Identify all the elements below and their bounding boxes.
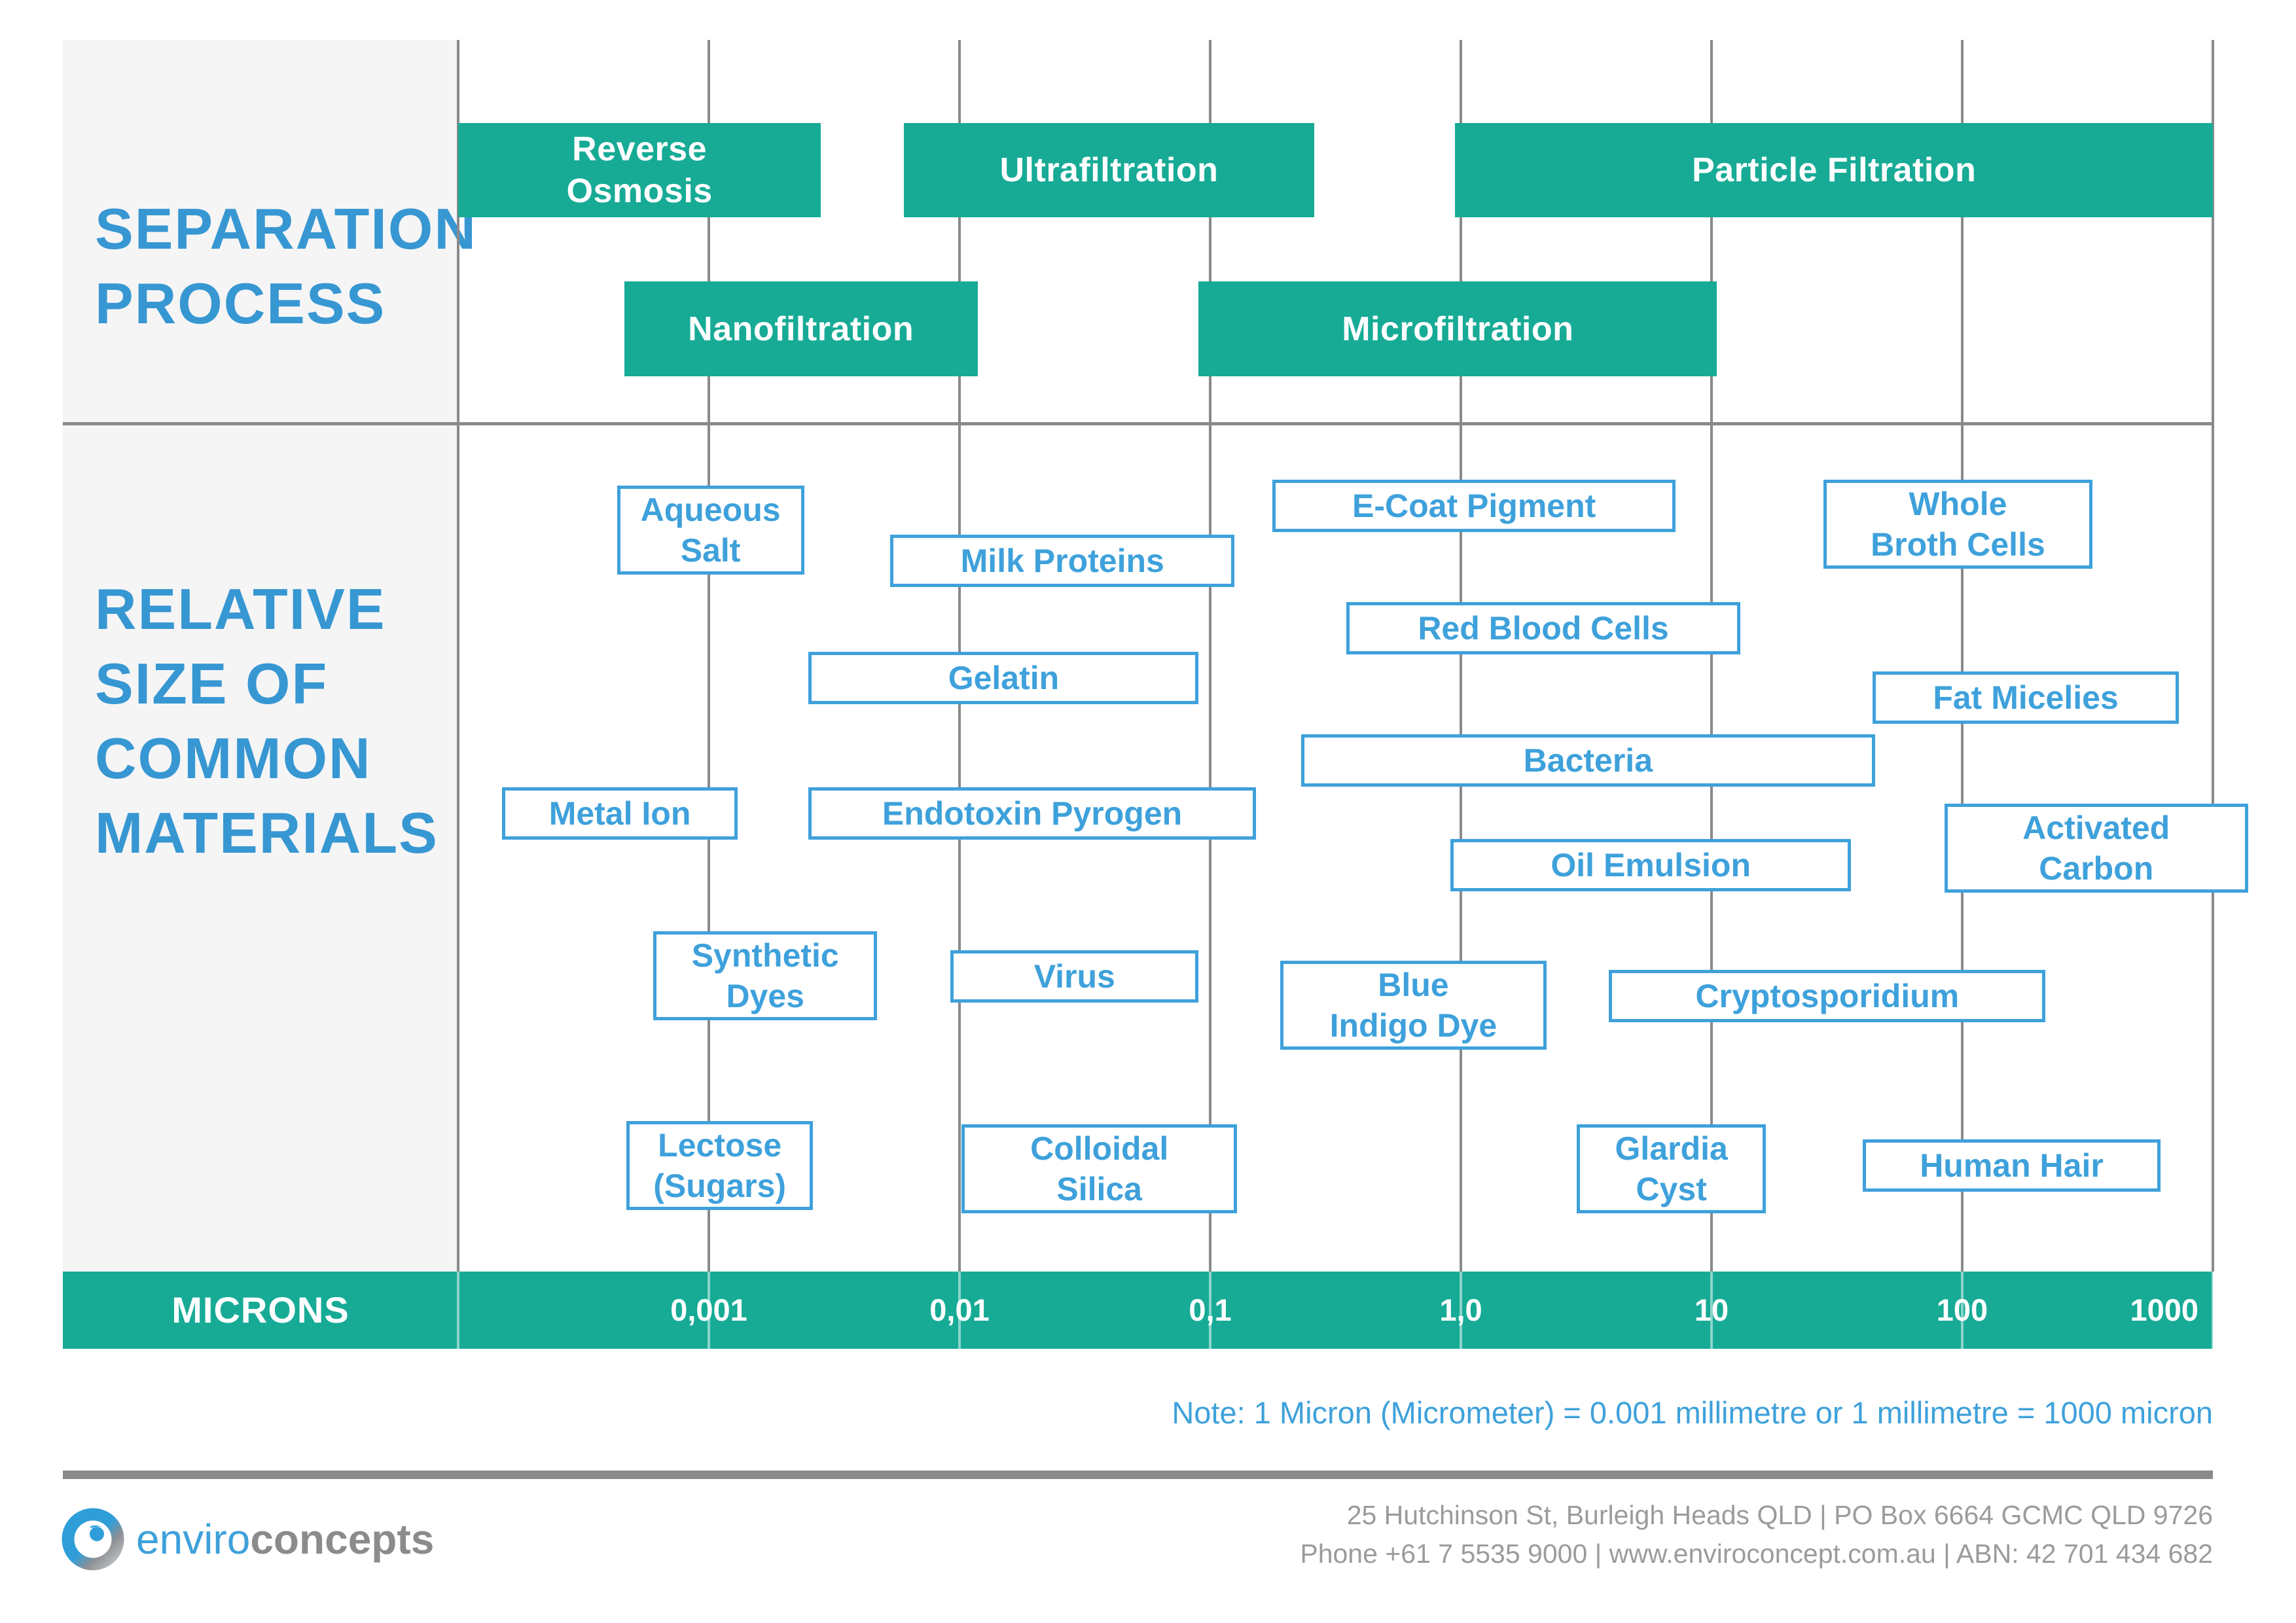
label-line: Whole <box>1909 486 2007 522</box>
label-line: Endotoxin Pyrogen <box>882 795 1183 832</box>
label-line: Cryptosporidium <box>1695 978 1960 1014</box>
material-box: Virus <box>950 950 1199 1003</box>
label-line: Broth Cells <box>1871 526 2045 563</box>
material-box: Bacteria <box>1300 734 1876 787</box>
enviroconcepts-logo-icon <box>62 1508 124 1571</box>
label-line: Activated <box>2022 810 2170 846</box>
label-line: Ultrafiltration <box>999 151 1219 189</box>
gridline <box>1961 40 1964 1272</box>
label-line: Cyst <box>1636 1171 1707 1207</box>
footer-address: 25 Hutchinson St, Burleigh Heads QLD | P… <box>1346 1500 2213 1530</box>
logo-wordmark: enviroconcepts <box>136 1515 434 1563</box>
enviroconcepts-logo: enviroconcepts <box>62 1508 434 1571</box>
gridline <box>1460 40 1462 1272</box>
label-line: Nanofiltration <box>688 310 914 348</box>
label-line: Silica <box>1056 1171 1142 1207</box>
label-line: Colloidal <box>1030 1130 1169 1167</box>
label-line: Milk Proteins <box>960 543 1164 579</box>
gridline-on-axis-bar <box>1710 1272 1713 1349</box>
section-divider-line <box>63 422 2213 425</box>
gridline-on-axis-bar <box>1961 1272 1964 1349</box>
gridline-on-axis-bar <box>1209 1272 1211 1349</box>
label-line: Gelatin <box>948 660 1060 696</box>
gridline <box>1710 40 1713 1272</box>
gridline <box>2212 40 2214 1272</box>
axis-tick-label: 1000 <box>2130 1293 2198 1327</box>
process-bar: Microfiltration <box>1198 281 1717 376</box>
heading-line: RELATIVE <box>95 577 386 641</box>
label-line: Glardia <box>1615 1130 1728 1167</box>
label-line: Fat Micelies <box>1933 679 2119 716</box>
label-line: Carbon <box>2039 850 2154 887</box>
heading-line: COMMON <box>95 726 372 791</box>
heading-line: MATERIALS <box>95 800 439 865</box>
material-box: Oil Emulsion <box>1450 839 1852 891</box>
gridline-on-axis-bar <box>708 1272 710 1349</box>
gridline-on-axis-bar <box>2212 1272 2214 1349</box>
material-box: Endotoxin Pyrogen <box>808 787 1256 840</box>
material-box: Red Blood Cells <box>1346 602 1740 654</box>
label-line: Metal Ion <box>548 795 691 832</box>
label-line: Osmosis <box>566 172 713 210</box>
label-line: E-Coat Pigment <box>1352 488 1596 524</box>
note-text: Note: 1 Micron (Micrometer) = 0.001 mill… <box>1172 1395 2213 1430</box>
left-header-panel <box>63 40 458 1272</box>
label-line: Synthetic <box>691 937 839 974</box>
process-bar: Ultrafiltration <box>904 123 1314 217</box>
material-box: Cryptosporidium <box>1609 970 2046 1022</box>
material-box: Fat Micelies <box>1873 671 2179 724</box>
material-box: Human Hair <box>1862 1139 2161 1192</box>
label-line: Human Hair <box>1920 1147 2104 1184</box>
heading-line: PROCESS <box>95 271 386 336</box>
label-line: Red Blood Cells <box>1418 610 1669 647</box>
label-line: Microfiltration <box>1342 310 1574 348</box>
material-box: Gelatin <box>808 652 1199 704</box>
label-line: Particle Filtration <box>1692 151 1977 189</box>
label-line: Dyes <box>726 978 804 1014</box>
material-box: Metal Ion <box>502 787 738 840</box>
material-box: Milk Proteins <box>890 535 1235 587</box>
heading-line: SEPARATION <box>95 196 477 261</box>
label-line: Virus <box>1033 958 1115 995</box>
logo-wordmark-enviro: enviro <box>136 1516 251 1563</box>
gridline-on-axis-bar <box>1460 1272 1462 1349</box>
label-line: (Sugars) <box>653 1168 787 1204</box>
gridline <box>457 40 459 1272</box>
footer-contact: Phone +61 7 5535 9000 | www.enviroconcep… <box>1300 1539 2213 1569</box>
label-line: Reverse <box>572 130 708 168</box>
label-line: Oil Emulsion <box>1551 847 1751 883</box>
process-bar: Particle Filtration <box>1455 123 2213 217</box>
process-bar: Nanofiltration <box>624 281 978 376</box>
label-line: Blue <box>1378 967 1449 1003</box>
relative-size-heading: RELATIVE SIZE OF COMMON MATERIALS <box>95 572 439 870</box>
logo-wordmark-concepts: concepts <box>250 1516 435 1563</box>
footer-divider-line <box>63 1471 2213 1479</box>
microns-axis-label: MICRONS <box>171 1289 350 1330</box>
separation-process-heading: SEPARATION PROCESS <box>95 192 477 341</box>
label-line: Aqueous <box>640 491 781 528</box>
gridline <box>708 40 710 1272</box>
label-line: Salt <box>680 532 741 569</box>
gridline <box>1209 40 1211 1272</box>
material-box: Lectose (Sugars) <box>626 1121 813 1210</box>
label-line: Indigo Dye <box>1329 1007 1498 1044</box>
gridline-on-axis-bar <box>457 1272 459 1349</box>
material-box: E-Coat Pigment <box>1272 480 1676 532</box>
label-line: Lectose <box>658 1127 782 1164</box>
label-line: Bacteria <box>1523 742 1653 779</box>
gridline-on-axis-bar <box>958 1272 961 1349</box>
heading-line: SIZE OF <box>95 651 329 716</box>
